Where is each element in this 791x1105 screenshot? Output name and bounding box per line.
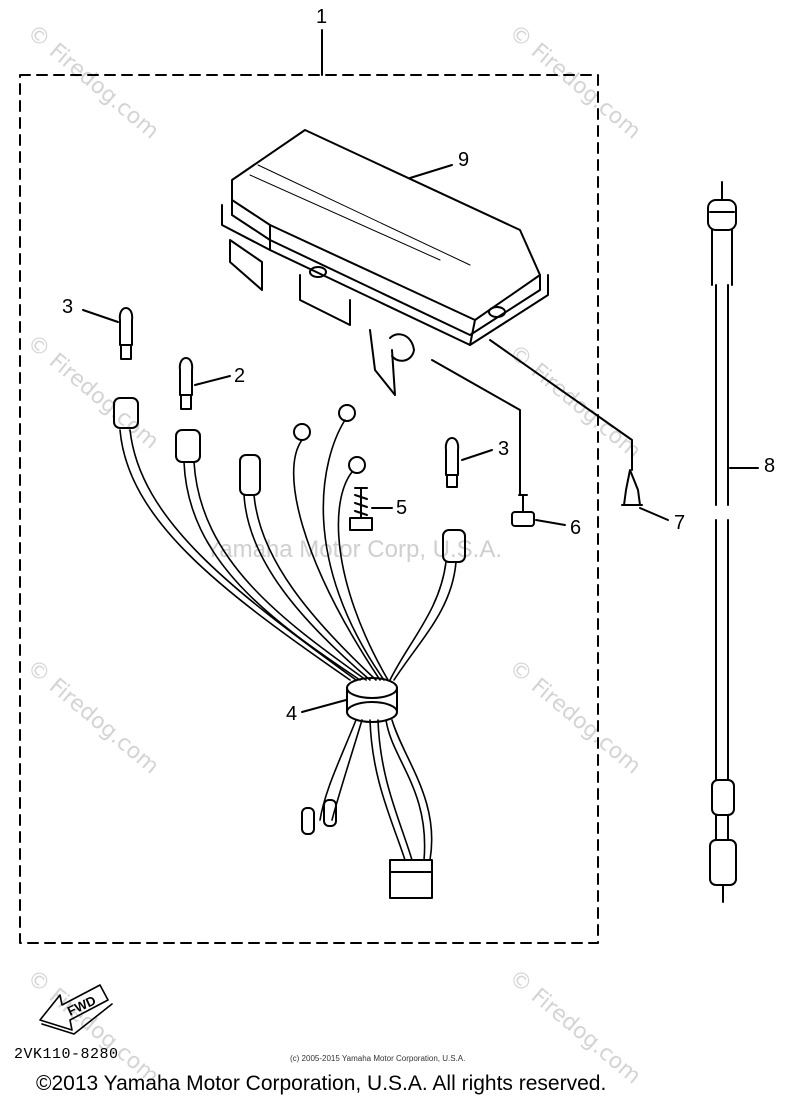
bullet-connector bbox=[301, 807, 315, 835]
callout-8: 8 bbox=[764, 455, 776, 477]
assembly-boundary bbox=[19, 74, 599, 944]
callout-5: 5 bbox=[396, 497, 408, 519]
speedometer-cable-8 bbox=[707, 181, 737, 903]
ring-terminal bbox=[348, 456, 366, 474]
callout-6: 6 bbox=[570, 517, 582, 539]
footer-copyright: ©2013 Yamaha Motor Corporation, U.S.A. A… bbox=[36, 1072, 607, 1095]
fwd-arrow-icon bbox=[39, 984, 113, 1035]
leader-3a bbox=[82, 309, 119, 323]
callout-9: 9 bbox=[458, 149, 470, 171]
wire-harness bbox=[119, 419, 457, 861]
bulb-2 bbox=[178, 357, 194, 410]
callout-4: 4 bbox=[286, 703, 298, 725]
socket bbox=[239, 454, 261, 496]
callout-2: 2 bbox=[234, 365, 246, 387]
small-copyright: (c) 2005-2015 Yamaha Motor Corporation, … bbox=[290, 1054, 466, 1063]
socket bbox=[442, 529, 466, 563]
leader-9 bbox=[409, 164, 453, 179]
leader-2 bbox=[194, 375, 231, 386]
coupler bbox=[389, 859, 433, 899]
callout-3: 3 bbox=[498, 438, 510, 460]
callout-1: 1 bbox=[316, 6, 328, 28]
grommet-7 bbox=[621, 469, 643, 506]
socket bbox=[113, 397, 139, 429]
harness-clamp bbox=[346, 677, 398, 723]
bulb-3-left bbox=[118, 307, 134, 360]
assembly-line bbox=[431, 359, 521, 496]
assembly-line bbox=[489, 339, 633, 471]
meter-housing bbox=[221, 129, 549, 396]
bulb-3-right bbox=[444, 437, 460, 488]
screw-5 bbox=[349, 487, 373, 531]
callout-7: 7 bbox=[674, 512, 686, 534]
ring-terminal bbox=[338, 404, 356, 422]
ring-terminal bbox=[293, 423, 311, 441]
leader-4 bbox=[301, 699, 347, 713]
bullet-connector bbox=[323, 799, 337, 827]
socket bbox=[175, 429, 201, 463]
part-code: 2VK110-8280 bbox=[14, 1046, 119, 1063]
screw-6 bbox=[511, 494, 535, 527]
callout-3: 3 bbox=[62, 296, 74, 318]
leader-6 bbox=[535, 519, 566, 526]
leader-7 bbox=[639, 507, 669, 521]
leader-3b bbox=[461, 449, 493, 461]
